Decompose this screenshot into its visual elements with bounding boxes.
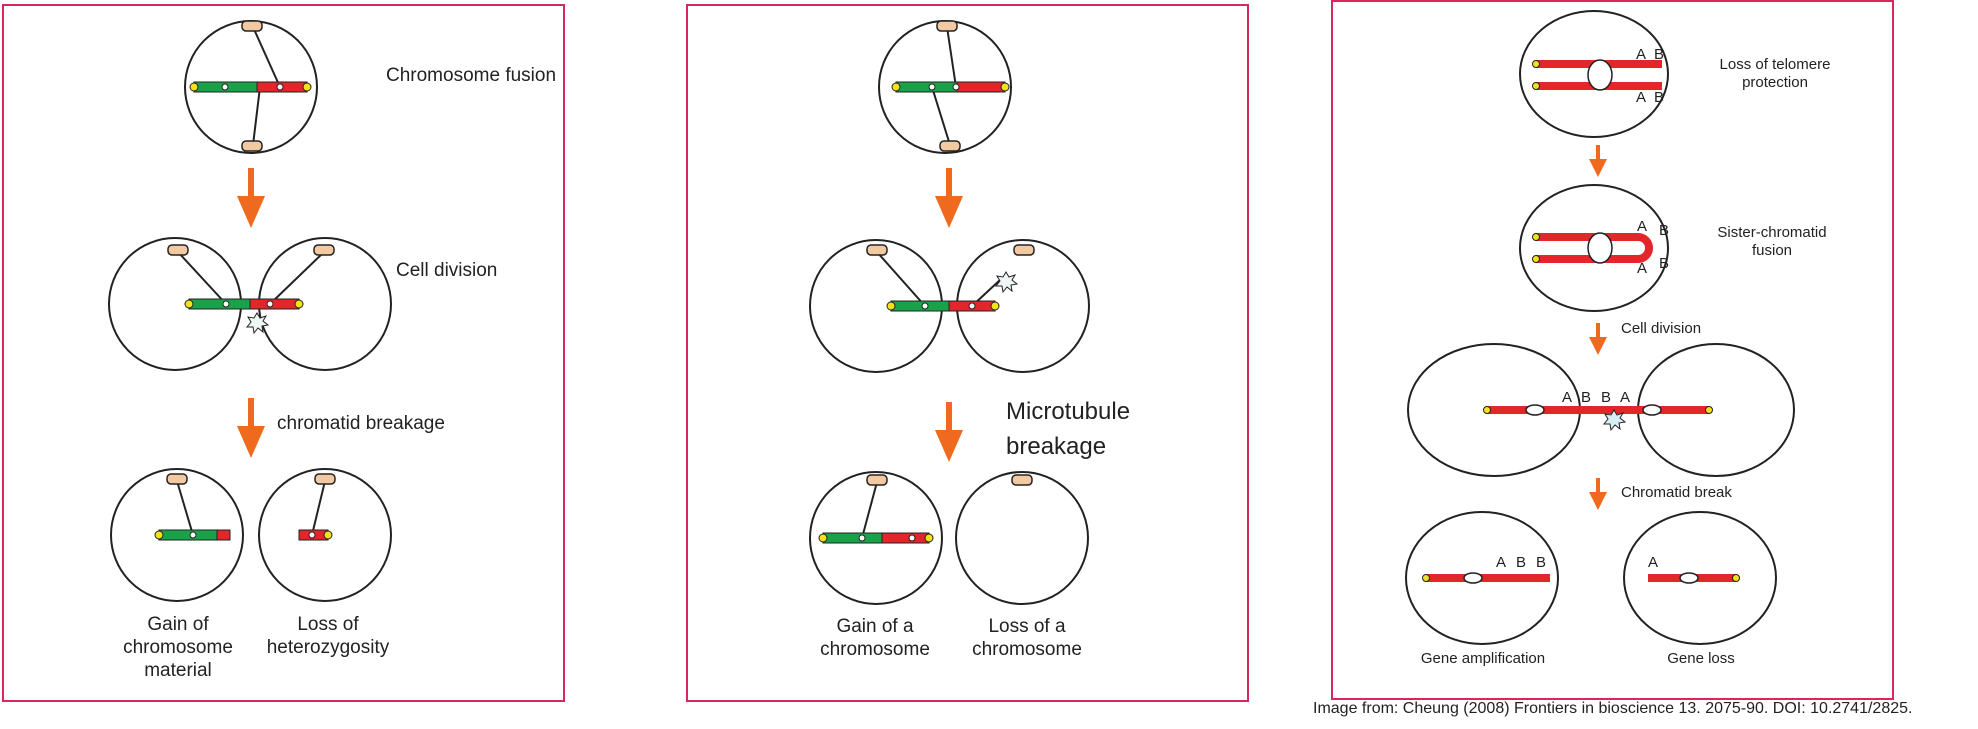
panel-3-marker-a: A xyxy=(1637,218,1648,235)
panel-1-fusion-label: Chromosome fusion xyxy=(386,65,557,86)
panel-microtubule-breakage xyxy=(686,4,1249,702)
panel-3-marker-b: B xyxy=(1581,389,1592,406)
panel-1-division-cells xyxy=(108,237,392,371)
panel-3-telomere-cell xyxy=(1519,10,1669,138)
panel-telomere-loss xyxy=(1331,0,1894,700)
panel-3-marker-a: A xyxy=(1648,554,1659,571)
panel-3-marker-b: B xyxy=(1659,222,1670,239)
panel-3-marker-a: A xyxy=(1496,554,1507,571)
panel-3-fusion-cell xyxy=(1519,184,1669,312)
panel-3-fusion-label: Sister-chromatid fusion xyxy=(1717,224,1827,259)
panel-3-division-label: Cell division xyxy=(1621,320,1702,337)
panel-3-marker-b: B xyxy=(1536,554,1547,571)
panel-1-arrow-2 xyxy=(237,398,265,458)
panel-3-marker-b: B xyxy=(1654,46,1665,63)
panel-3-arrow-1 xyxy=(1589,145,1607,177)
panel-2-outcome-left: Gain of a chromosome xyxy=(820,616,930,660)
panel-3-loss-label: Loss of telomere protection xyxy=(1719,56,1831,91)
panel-3-marker-a: A xyxy=(1620,389,1631,406)
panel-1-division-label: Cell division xyxy=(396,260,498,281)
panel-2-fusion-cell xyxy=(878,20,1012,154)
panel-3-break-star xyxy=(1602,409,1627,432)
panel-2-arrow-2 xyxy=(935,402,963,462)
panel-3-marker-b: B xyxy=(1659,255,1670,272)
panel-3-outcome-cells xyxy=(1405,511,1777,645)
panel-3-arrow-2 xyxy=(1589,323,1607,355)
panel-2-outcome-cells xyxy=(809,471,1089,605)
panel-2-break-star xyxy=(994,271,1019,294)
panel-1-outcome-left: Gain of chromosome material xyxy=(123,614,233,681)
panel-1-outcome-cells xyxy=(110,468,392,602)
panel-3-marker-b: B xyxy=(1516,554,1527,571)
panel-3-marker-b: B xyxy=(1601,389,1612,406)
panel-2-arrow-1 xyxy=(935,168,963,228)
panel-1-outcome-right: Loss of heterozygosity xyxy=(266,614,390,658)
panel-3-break-label: Chromatid break xyxy=(1621,484,1732,501)
panel-3-marker-a: A xyxy=(1637,260,1648,277)
panel-3-marker-a: A xyxy=(1636,46,1647,63)
panel-1-arrow-1 xyxy=(237,168,265,228)
panel-3-division-cells xyxy=(1407,343,1795,477)
panel-2-division-cells xyxy=(809,239,1090,373)
image-credit: Image from: Cheung (2008) Frontiers in b… xyxy=(1313,700,1913,717)
panel-1-breakage-label: chromatid breakage xyxy=(277,413,445,434)
panel-3-outcome-left: Gene amplification xyxy=(1420,650,1546,667)
panel-3-marker-a: A xyxy=(1562,389,1573,406)
panel-2-outcome-right: Loss of a chromosome xyxy=(972,616,1082,660)
panel-3-arrow-3 xyxy=(1589,478,1607,510)
panel-1-fusion-cell xyxy=(184,20,318,154)
panel-2-breakage-label: Microtubule breakage xyxy=(1006,398,1131,460)
panel-3-marker-b: B xyxy=(1654,89,1665,106)
panel-chromosome-fusion xyxy=(2,4,565,702)
panel-3-outcome-right: Gene loss xyxy=(1667,650,1735,667)
panel-1-break-star xyxy=(245,312,270,335)
panel-3-marker-a: A xyxy=(1636,89,1647,106)
